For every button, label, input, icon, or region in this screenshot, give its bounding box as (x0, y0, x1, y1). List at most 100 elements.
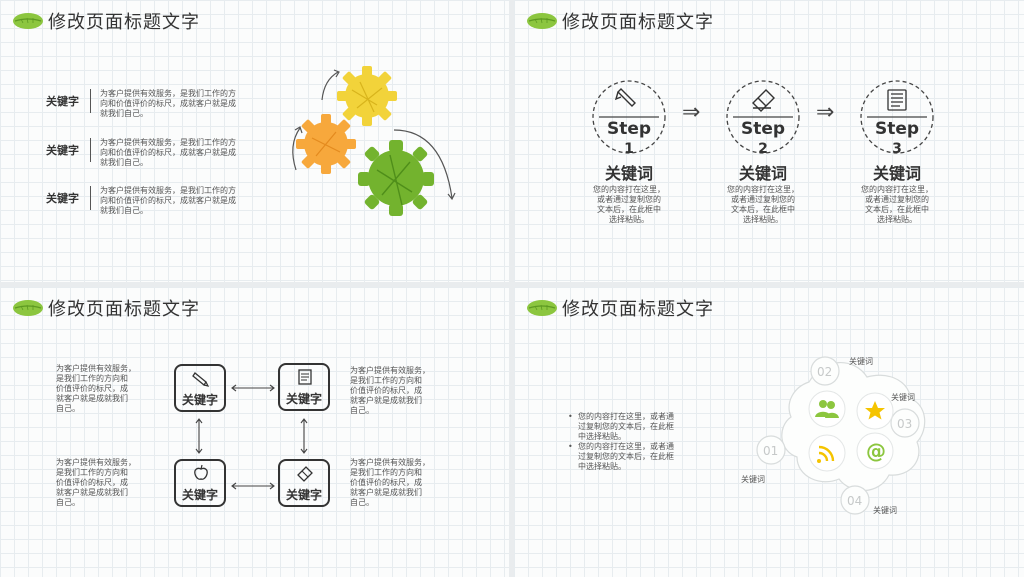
apple-icon (194, 464, 208, 480)
text-line: 就客户就是成就我们 (56, 488, 128, 497)
text-line: 为客户提供有效服务， (350, 458, 430, 467)
bullet-item: • 您的内容打在这里，或者通 过复制您的文本后，在此框 中选择粘贴。 (566, 412, 706, 442)
keyword-row: 关键字 为客户提供有效服务，是我们工作的方 向和价值评价的标尺，成就客户就是成 … (46, 89, 276, 129)
yellow-gear-icon (337, 66, 397, 126)
row-text-line: 向和价值评价的标尺，成就客户就是成 (100, 196, 236, 205)
page-title: 修改页面标题文字 (48, 12, 200, 33)
step-word: Step (740, 119, 786, 139)
step-text-line: 文本后，在此框中 (865, 205, 929, 214)
step-text-line: 您的内容打在这里， (861, 185, 933, 194)
node-label-04: 关键词 (873, 505, 897, 515)
node-number-03: 03 (897, 417, 912, 431)
leaf-icon (527, 13, 557, 29)
star-icon (865, 401, 885, 420)
text-line: 价值评价的标尺，成 (350, 478, 422, 487)
slide-1[interactable]: 修改页面标题文字 关键字 为客户提供有效服务，是我们工作的方 向和价值评价的标尺… (0, 0, 509, 282)
bullet-line: 您的内容打在这里，或者通 (578, 442, 674, 451)
step-1: Step 1 关键词 您的内容打在这里， 或者通过复制您的 文本后，在此框中 选… (574, 75, 684, 245)
step-text: 您的内容打在这里， 或者通过复制您的 文本后，在此框中 选择粘贴。 (842, 185, 952, 225)
step-circle (860, 80, 934, 154)
step-text-line: 选择粘贴。 (877, 215, 917, 224)
step-text-line: 文本后，在此框中 (731, 205, 795, 214)
step-number: 2 (758, 141, 768, 157)
slide-4-title: 修改页面标题文字 (526, 295, 714, 321)
at-icon: @ (866, 439, 886, 463)
rotation-arrow-icon (292, 69, 456, 201)
text-line: 价值评价的标尺，成 (350, 386, 422, 395)
slide-3[interactable]: 修改页面标题文字 为客户提供有效服务， 是我们工作的方向和 价值评价的标尺，成 … (0, 287, 509, 577)
gears-illustration (292, 66, 456, 216)
pencil-icon (192, 372, 210, 387)
keyword-row: 关键字 为客户提供有效服务，是我们工作的方 向和价值评价的标尺，成就客户就是成 … (46, 138, 276, 178)
text-line: 自己。 (56, 404, 80, 413)
slide-3-title: 修改页面标题文字 (12, 295, 200, 321)
arrow-left (195, 418, 203, 454)
step-word: Step (874, 119, 920, 139)
step-circle (726, 80, 800, 154)
bullet-item: • 您的内容打在这里，或者通 过复制您的文本后，在此框 中选择粘贴。 (566, 442, 706, 472)
orange-gear-icon (296, 114, 356, 174)
text-line: 价值评价的标尺，成 (56, 384, 128, 393)
keyword-box-3[interactable]: 关键字 (174, 459, 226, 507)
row-text: 为客户提供有效服务，是我们工作的方 向和价值评价的标尺，成就客户就是成 就我们自… (100, 186, 236, 216)
step-heading: 关键词 (604, 164, 653, 183)
node-number-01: 01 (763, 444, 778, 458)
green-gear-icon (358, 140, 434, 216)
pencil-icon (614, 88, 636, 107)
text-line: 就客户就是成就我们 (350, 396, 422, 405)
notebook-icon (887, 89, 907, 111)
step-text-line: 您的内容打在这里， (727, 185, 799, 194)
text-line: 为客户提供有效服务， (350, 366, 430, 375)
network-diagram: 02 03 01 04 @ (741, 356, 926, 515)
row-text-line: 就我们自己。 (100, 158, 148, 167)
row-text-line: 为客户提供有效服务，是我们工作的方 (100, 138, 236, 147)
text-line: 是我们工作的方向和 (56, 374, 128, 383)
connector-arrows (195, 384, 308, 490)
bullet-line: 过复制您的文本后，在此框 (578, 422, 674, 431)
node-label-03: 关键词 (891, 392, 915, 402)
step-arrow-icon: ⇒ (816, 100, 835, 125)
row-text: 为客户提供有效服务，是我们工作的方 向和价值评价的标尺，成就客户就是成 就我们自… (100, 89, 236, 119)
row-text-line: 向和价值评价的标尺，成就客户就是成 (100, 99, 236, 108)
step-heading: 关键词 (738, 164, 787, 183)
keyword-box-4[interactable]: 关键字 (278, 459, 330, 507)
leaf-icon (527, 300, 557, 316)
divider (90, 89, 91, 113)
step-text-line: 或者通过复制您的 (597, 195, 661, 204)
arrow-right (300, 418, 308, 454)
arrow-top (231, 384, 275, 392)
bullet-line: 您的内容打在这里，或者通 (578, 412, 674, 421)
row-text-line: 就我们自己。 (100, 206, 148, 215)
text-line: 自己。 (350, 406, 374, 415)
slide-4[interactable]: 修改页面标题文字 • 您的内容打在这里，或者通 过复制您的文本后，在此框 中选择… (514, 287, 1024, 577)
step-word: Step (606, 119, 652, 139)
keyword-box-2[interactable]: 关键字 (278, 363, 330, 411)
keyword-box-1[interactable]: 关键字 (174, 364, 226, 412)
slide-2[interactable]: 修改页面标题文字 Step 1 关键词 您的内容打在这里， 或者通过复制您的 文… (514, 0, 1024, 282)
step-text-line: 或者通过复制您的 (865, 195, 929, 204)
notebook-icon (298, 369, 312, 385)
row-text-line: 为客户提供有效服务，是我们工作的方 (100, 186, 236, 195)
node-label-02: 关键词 (849, 356, 873, 366)
eraser-icon (752, 89, 775, 112)
step-text-line: 选择粘贴。 (743, 215, 783, 224)
text-line: 价值评价的标尺，成 (56, 478, 128, 487)
keyword-label: 关键字 (46, 144, 79, 157)
step-text: 您的内容打在这里， 或者通过复制您的 文本后，在此框中 选择粘贴。 (574, 185, 684, 225)
step-circle (592, 80, 666, 154)
box-label: 关键字 (285, 392, 322, 406)
divider (90, 138, 91, 162)
page-title: 修改页面标题文字 (562, 12, 714, 33)
row-text-line: 向和价值评价的标尺，成就客户就是成 (100, 148, 236, 157)
row-text-line: 为客户提供有效服务，是我们工作的方 (100, 89, 236, 98)
node-label-01: 关键词 (741, 474, 765, 484)
step-text: 您的内容打在这里， 或者通过复制您的 文本后，在此框中 选择粘贴。 (708, 185, 818, 225)
page-title: 修改页面标题文字 (48, 299, 200, 320)
node-bubble-01 (756, 435, 786, 465)
bullet-line: 中选择粘贴。 (578, 462, 626, 471)
description-text: 为客户提供有效服务， 是我们工作的方向和 价值评价的标尺，成 就客户就是成就我们… (350, 366, 450, 416)
keyword-row: 关键字 为客户提供有效服务，是我们工作的方 向和价值评价的标尺，成就客户就是成 … (46, 186, 276, 226)
step-number: 3 (892, 141, 902, 157)
text-line: 就客户就是成就我们 (350, 488, 422, 497)
step-text-line: 文本后，在此框中 (597, 205, 661, 214)
